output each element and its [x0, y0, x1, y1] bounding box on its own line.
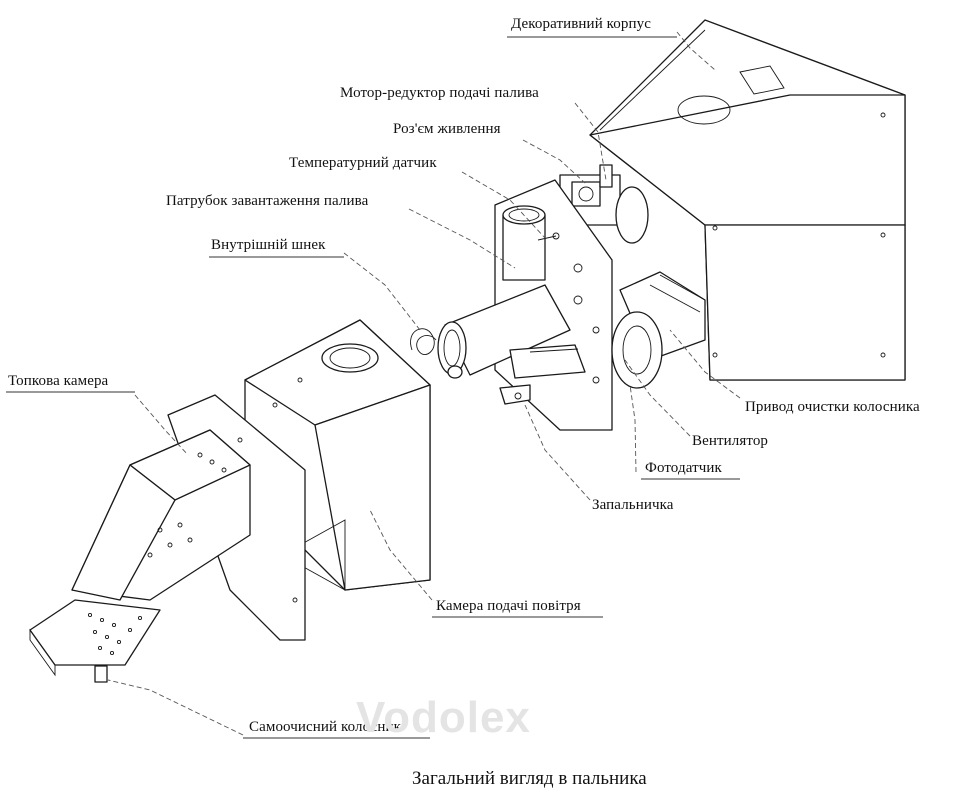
- label-temperature-sensor: Температурний датчик: [289, 155, 437, 171]
- chamber-holes: [147, 452, 227, 558]
- self-cleaning-grate-shape: [29, 599, 161, 683]
- watermark: Vodolex: [356, 693, 531, 742]
- combustion-chamber-shape: [71, 429, 251, 601]
- label-underlines: [6, 36, 740, 739]
- label-air-supply-chamber: Камера подачі повітря: [436, 598, 581, 614]
- label-self-cleaning-grate: Самоочисний колосник: [249, 719, 402, 735]
- label-fuel-inlet-pipe: Патрубок завантаження палива: [166, 193, 369, 209]
- igniter-shape: [499, 344, 586, 405]
- label-combustion-chamber: Топкова камера: [8, 373, 109, 389]
- label-grate-cleaning-drive: Привод очистки колосника: [745, 399, 920, 415]
- fan-shape: [611, 271, 706, 389]
- inner-auger-shape: [410, 328, 437, 355]
- label-photo-sensor: Фотодатчик: [645, 460, 722, 476]
- grate-holes: [87, 612, 143, 656]
- leader-lines: [107, 31, 741, 736]
- label-fan: Вентилятор: [692, 433, 769, 449]
- decorative-case-shape: [589, 19, 906, 381]
- auger-tube-shape: [437, 284, 571, 379]
- label-power-connector: Роз'єм живлення: [393, 121, 501, 137]
- label-inner-auger: Внутрішній шнек: [211, 237, 326, 253]
- fuel-inlet-pipe-shape: [502, 205, 560, 281]
- label-fuel-motor-reducer: Мотор-редуктор подачі палива: [340, 85, 539, 101]
- label-decorative-case: Декоративний корпус: [511, 16, 651, 32]
- diagram-caption: Загальний вигляд в пальника: [412, 768, 647, 789]
- label-igniter: Запальничка: [592, 497, 674, 513]
